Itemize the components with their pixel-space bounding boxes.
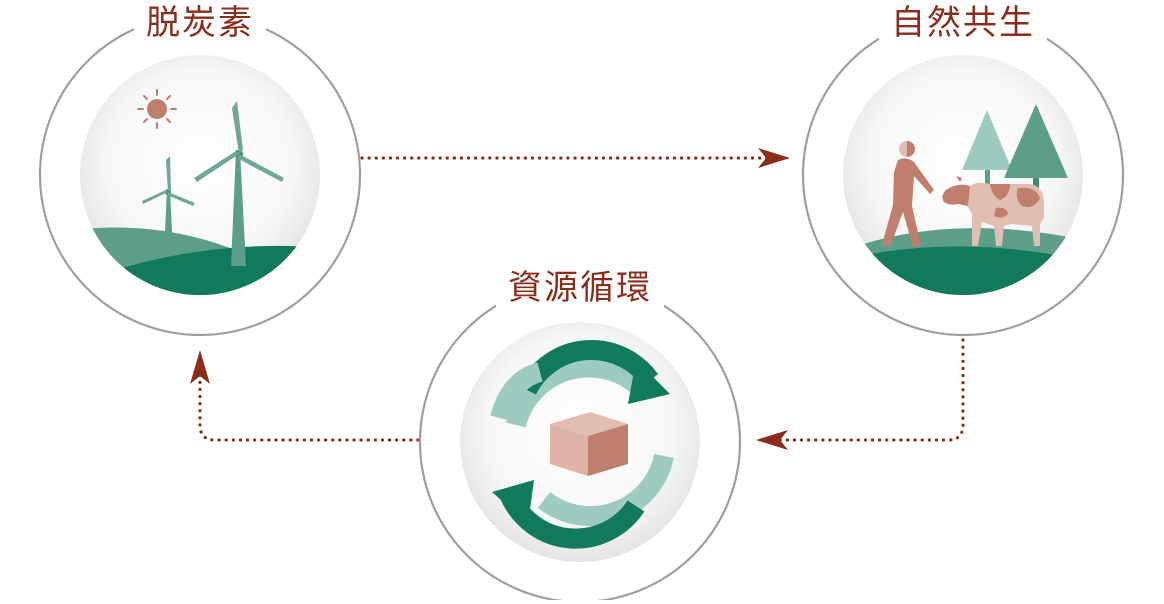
node-nature (801, 13, 1125, 337)
node-decarbonization (38, 13, 362, 337)
tree-icon (962, 110, 1012, 190)
node-circulation (418, 280, 742, 604)
tree-icon (1004, 104, 1068, 200)
person-icon (882, 141, 934, 247)
arrow-nature-to-circulation (756, 338, 965, 450)
node-circulation-label: 資源循環 (496, 268, 664, 308)
node-nature-label: 自然共生 (879, 3, 1047, 43)
recycle-arrows-icon (490, 340, 674, 549)
hill-icon (843, 228, 1083, 295)
arrow-decarbonization-to-nature (360, 148, 790, 168)
node-decarbonization-label: 脱炭素 (134, 3, 266, 43)
cow-icon (942, 176, 1044, 246)
wind-turbine-icon (142, 156, 195, 252)
box-icon (550, 412, 628, 476)
sun-icon (137, 89, 177, 129)
arrow-circulation-to-decarbonization (190, 350, 420, 442)
wind-turbine-icon (194, 101, 284, 266)
